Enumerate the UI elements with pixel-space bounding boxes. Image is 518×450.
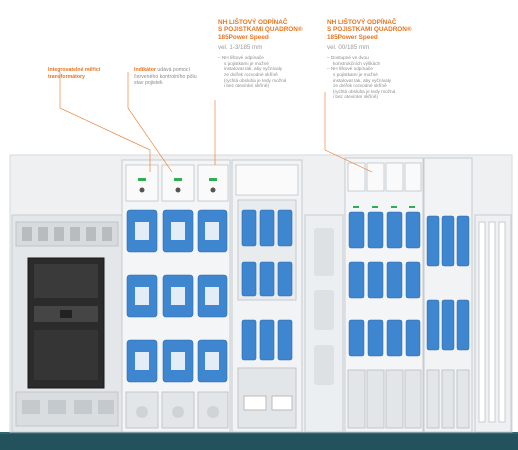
product-right: NH LIŠTOVÝ ODPÍNAČ S POJISTKAMI QUADRON®…	[327, 19, 437, 100]
callout-indicator-text: udává pomocí červeného kontrolního pólu …	[134, 67, 197, 87]
product-right-bullet-2: – NH lištové odpínače s pojistkami je mo…	[327, 66, 396, 100]
floor-strip	[0, 432, 518, 450]
product-left: NH LIŠTOVÝ ODPÍNAČ S POJISTKAMI QUADRON®…	[218, 19, 318, 89]
product-left-line2: S POJISTKAMI QUADRON®	[218, 26, 303, 34]
product-right-size: vel. 00/185 mm	[327, 44, 370, 52]
fuse-switch-small-group	[344, 157, 424, 433]
callout-indicator-label: Indikátor	[134, 67, 156, 73]
fuse-switch-open-module	[231, 159, 303, 433]
product-left-size: vel. 1-3/185 mm	[218, 44, 263, 52]
product-right-line2: S POJISTKAMI QUADRON®	[327, 26, 412, 34]
product-left-bullet: – NH lištové odpínače s pojistkami je mo…	[218, 55, 287, 89]
product-left-line3: 185Power Speed	[218, 33, 269, 41]
product-right-line3: 185Power Speed	[327, 33, 378, 41]
fuse-switch-large-group	[121, 159, 231, 433]
callout-indicator: Indikátor udává pomocí červeného kontrol…	[134, 67, 206, 87]
blank-module	[304, 214, 344, 433]
callout-transformers-text: Integrovatelné měřicí transformátory	[48, 67, 101, 80]
busbar-end-module	[474, 214, 512, 433]
meter-transformer-module	[11, 214, 123, 433]
fuse-switch-slim-group	[423, 157, 473, 433]
callout-transformers: Integrovatelné měřicí transformátory	[48, 67, 118, 80]
product-right-bullet-1: – Dostupné ve dvou konstrukčních výškách	[327, 55, 381, 66]
product-left-line1: NH LIŠTOVÝ ODPÍNAČ	[218, 19, 288, 26]
callout-leaders	[59, 72, 373, 173]
product-right-line1: NH LIŠTOVÝ ODPÍNAČ	[327, 19, 397, 26]
